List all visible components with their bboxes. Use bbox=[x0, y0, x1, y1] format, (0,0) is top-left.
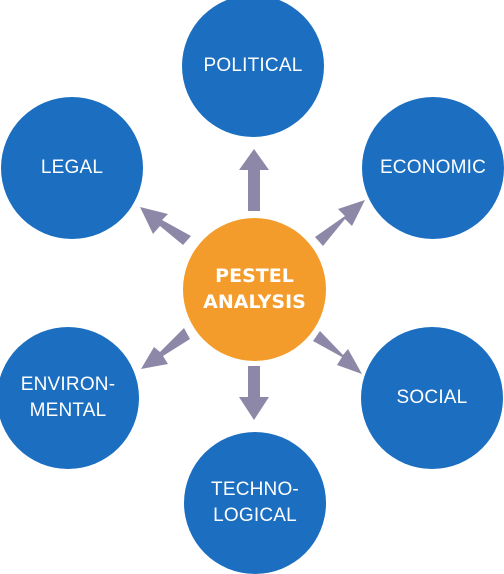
node-technological-label: TECHNO- LOGICAL bbox=[211, 479, 299, 526]
node-legal-label: LEGAL bbox=[40, 157, 104, 179]
node-social-label: SOCIAL bbox=[396, 387, 468, 409]
arrow-to-environmental bbox=[141, 328, 190, 369]
arrow-to-economic bbox=[315, 200, 365, 246]
center-node-label: PESTEL ANALYSIS bbox=[203, 264, 306, 313]
arrow-to-political bbox=[239, 149, 269, 211]
node-environmental-label: ENVIRON- MENTAL bbox=[20, 374, 116, 421]
arrow-to-social bbox=[313, 331, 362, 374]
node-political-label: POLITICAL bbox=[203, 55, 303, 77]
node-technological: TECHNO- LOGICAL bbox=[184, 432, 326, 574]
node-legal: LEGAL bbox=[1, 97, 143, 239]
node-economic-label: ECONOMIC bbox=[379, 157, 487, 179]
arrow-to-legal bbox=[140, 207, 191, 245]
center-node-pestel: PESTEL ANALYSIS bbox=[183, 218, 326, 361]
arrow-to-technological bbox=[239, 366, 269, 420]
node-social: SOCIAL bbox=[361, 327, 503, 469]
node-political: POLITICAL bbox=[182, 0, 324, 137]
node-economic: ECONOMIC bbox=[362, 97, 504, 239]
node-environmental: ENVIRON- MENTAL bbox=[0, 327, 139, 469]
